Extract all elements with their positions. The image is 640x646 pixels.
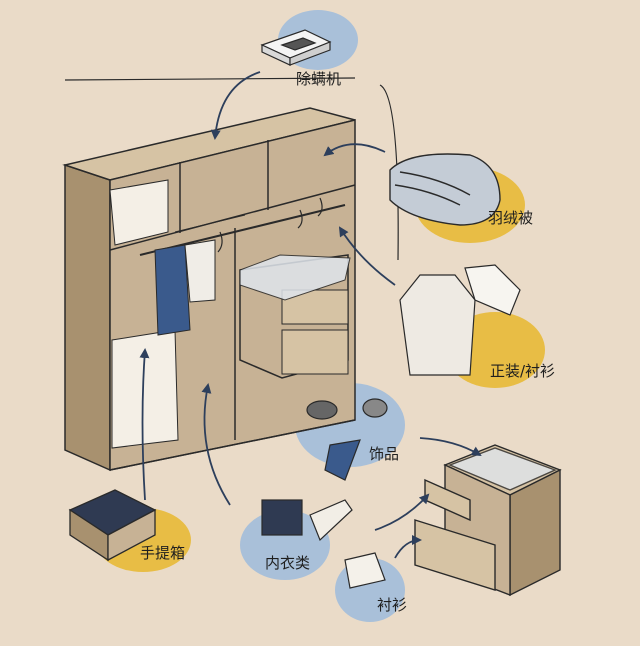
duvet-roll [389,153,501,226]
folded-shirt-item [344,552,386,589]
duvet-label: 羽绒被 [488,209,534,227]
arrows [139,71,482,559]
arrow-shirts [338,226,396,286]
arrow-suitcase [139,348,150,501]
accessories-items [306,398,388,481]
wardrobe [62,107,356,472]
shirt-label: 衬衫 [377,596,408,614]
arrow-shirt-drawer [394,535,422,559]
arrow-underwear-drawer [374,493,430,531]
arrow-underwear [201,383,231,506]
underwear-label: 内衣类 [265,554,311,572]
dehumidifier-device [260,29,332,66]
underwear-items [261,499,353,542]
accessories-label: 饰品 [369,445,400,463]
arrow-dehumidifier [210,71,261,140]
suitcase-item [68,489,157,562]
shirts-label: 正装/衬衫 [490,362,556,380]
arrow-duvet [323,143,386,157]
arrow-accessories [419,437,482,457]
deco-line-right [379,84,399,261]
deco-line-top [64,77,356,81]
drawer-cabinet [414,444,562,597]
suitcase-label: 手提箱 [140,544,186,562]
dehumidifier-label: 除螨机 [296,70,342,88]
shirt-group [399,264,521,376]
